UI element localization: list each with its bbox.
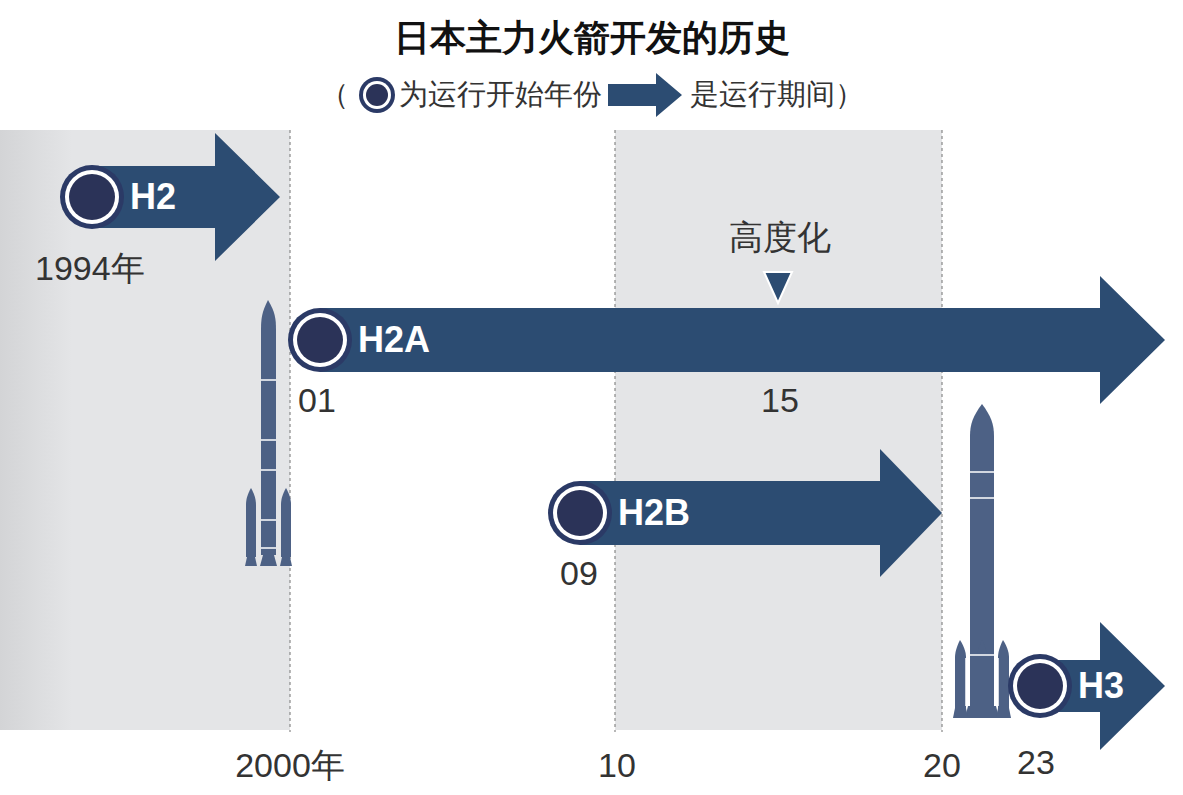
rocket-name: H3 — [1078, 665, 1124, 707]
rocket-name: H2B — [618, 492, 690, 534]
upgrade-marker — [764, 272, 792, 303]
arrow-shape — [546, 449, 942, 577]
diagram-title: 日本主力火箭开发的历史 — [0, 14, 1183, 63]
era-band — [615, 130, 942, 730]
start-year: 1994年 — [35, 248, 145, 288]
phase-label: 高度化 — [729, 217, 831, 257]
year-gridline — [941, 130, 942, 732]
rocket-period-arrow: H2B09 — [546, 449, 942, 577]
rocket-stripes — [261, 380, 276, 548]
title-text: 日本主力火箭开发的历史 — [394, 17, 790, 58]
start-year: 09 — [560, 553, 598, 593]
start-year-swatch — [357, 75, 397, 115]
legend-text: 为运行开始年份 — [399, 75, 602, 115]
year-gridline — [289, 130, 290, 732]
rocket-name: H2 — [130, 176, 176, 218]
legend-row: （ 为运行开始年份 是运行期间） — [0, 72, 1183, 118]
rocket-illustration — [953, 404, 1011, 718]
legend-text: 是运行期间 — [690, 75, 835, 115]
year-gridline — [614, 130, 615, 732]
bracket-text: （ — [320, 75, 349, 115]
year-label: 15 — [761, 380, 799, 420]
axis-year: 10 — [598, 745, 636, 785]
start-year: 01 — [298, 380, 336, 420]
rocket-period-arrow: H21994年 — [58, 133, 280, 261]
period-arrow-swatch — [606, 72, 686, 118]
start-year: 23 — [1017, 742, 1055, 782]
rocket-illustration — [245, 300, 292, 566]
rocket-stripes — [966, 472, 998, 706]
rocket-period-arrow: H323 — [1006, 622, 1165, 750]
rocket-period-arrow: H2A01 — [286, 276, 1165, 404]
bracket-text: ） — [835, 75, 864, 115]
rocket-name: H2A — [358, 319, 430, 361]
era-band — [0, 130, 290, 730]
axis-year: 2000年 — [235, 745, 345, 785]
axis-year: 20 — [923, 745, 961, 785]
